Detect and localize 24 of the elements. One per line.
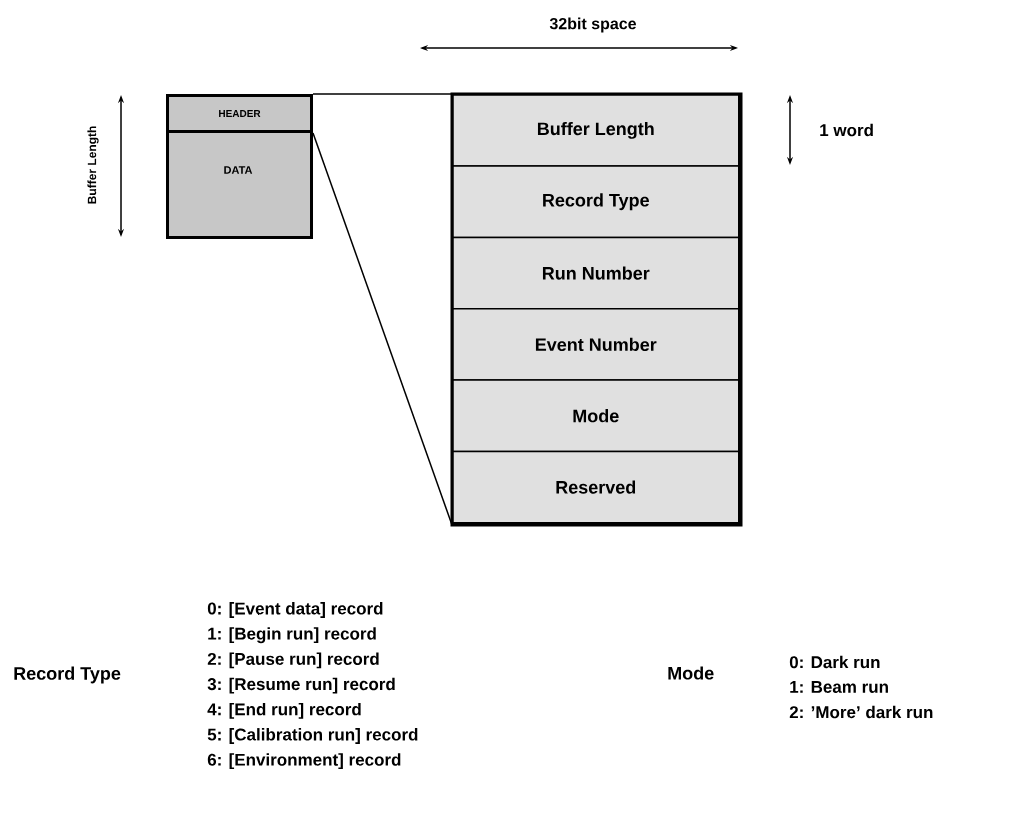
list-item: 2: ’More’ dark run <box>789 705 933 719</box>
field-row: Record Type <box>452 165 740 239</box>
dimension-label: 1 word <box>820 123 873 137</box>
list-item: 2: [Pause run] record <box>207 652 379 669</box>
field-row: Reserved <box>452 450 740 524</box>
field-row: Run Number <box>452 236 740 310</box>
dimension-label: 32bit space <box>549 17 636 33</box>
leader-line <box>312 93 453 95</box>
legend-heading: Mode <box>668 666 714 680</box>
field-row: Buffer Length <box>452 94 740 167</box>
list-item: 0: [Event data] record <box>207 602 383 618</box>
list-item: 0: Dark run <box>789 655 880 669</box>
legend-heading: Record Type <box>14 666 121 684</box>
list-item: 3: [Resume run] record <box>207 677 395 694</box>
list-item: 6: [Environment] record <box>207 753 401 770</box>
list-item: 1: Beam run <box>790 681 888 693</box>
list-item: 4: [End run] record <box>207 702 361 719</box>
field-row: Event Number <box>452 308 740 381</box>
leader-line <box>312 132 453 526</box>
field-row: Mode <box>452 379 740 453</box>
dimension-label: Buffer Length <box>87 126 99 204</box>
list-item: 5: [Calibration run] record <box>207 728 418 744</box>
memory-box: HEADER <box>166 94 313 133</box>
list-item: 1: [Begin run] record <box>208 627 376 644</box>
